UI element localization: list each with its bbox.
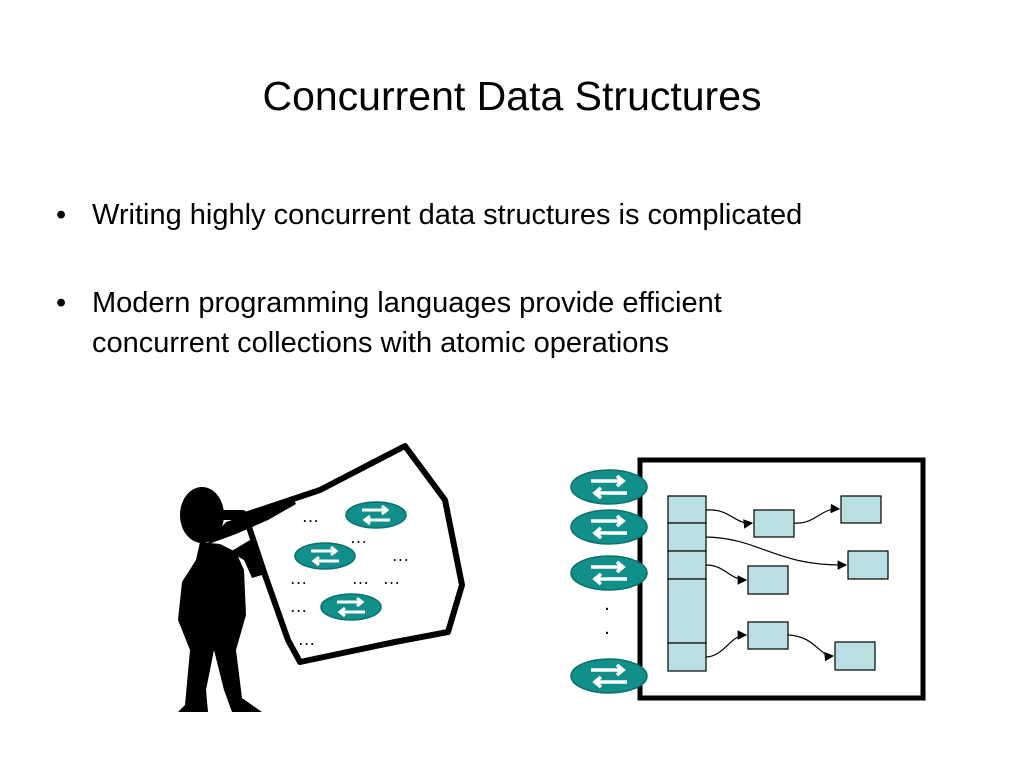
vertical-ellipsis-dot: . <box>604 593 610 615</box>
router-icon <box>569 554 649 592</box>
person-icon <box>178 487 296 712</box>
bullet-text: Writing highly concurrent data structure… <box>92 199 803 231</box>
router-icon <box>293 541 357 571</box>
bullet-dot: • <box>56 199 67 231</box>
data-structure-diagram: . . <box>569 457 926 701</box>
vertical-ellipsis-dot: . <box>604 617 610 639</box>
ellipsis: … <box>352 569 369 588</box>
router-icon <box>569 468 649 506</box>
bullet-item: • Writing highly concurrent data structu… <box>52 195 992 235</box>
slide-title: Concurrent Data Structures <box>262 73 762 119</box>
list-nodes <box>747 495 889 671</box>
ellipsis: … <box>392 546 409 565</box>
pointer-arrows <box>705 503 848 662</box>
router-icon <box>569 508 649 546</box>
bullet-item: • Modern programming languages provide e… <box>52 283 992 363</box>
ellipsis: … <box>383 569 400 588</box>
bullet-list: • Writing highly concurrent data structu… <box>52 195 992 411</box>
bullet-text-line-1: Modern programming languages provide eff… <box>92 287 722 319</box>
person-with-paper: … … … … … … … … <box>178 443 465 712</box>
bullet-text-line-2: concurrent collections with atomic opera… <box>92 327 670 359</box>
bullet-dot: • <box>56 287 67 319</box>
ellipsis: … <box>350 528 367 547</box>
router-icon <box>569 657 649 695</box>
ellipsis: … <box>290 569 307 588</box>
router-icon <box>319 592 383 622</box>
ellipsis: … <box>298 630 315 649</box>
ellipsis: … <box>290 597 307 616</box>
router-icon <box>344 500 408 530</box>
ellipsis: … <box>302 507 319 526</box>
array-column <box>667 495 707 672</box>
